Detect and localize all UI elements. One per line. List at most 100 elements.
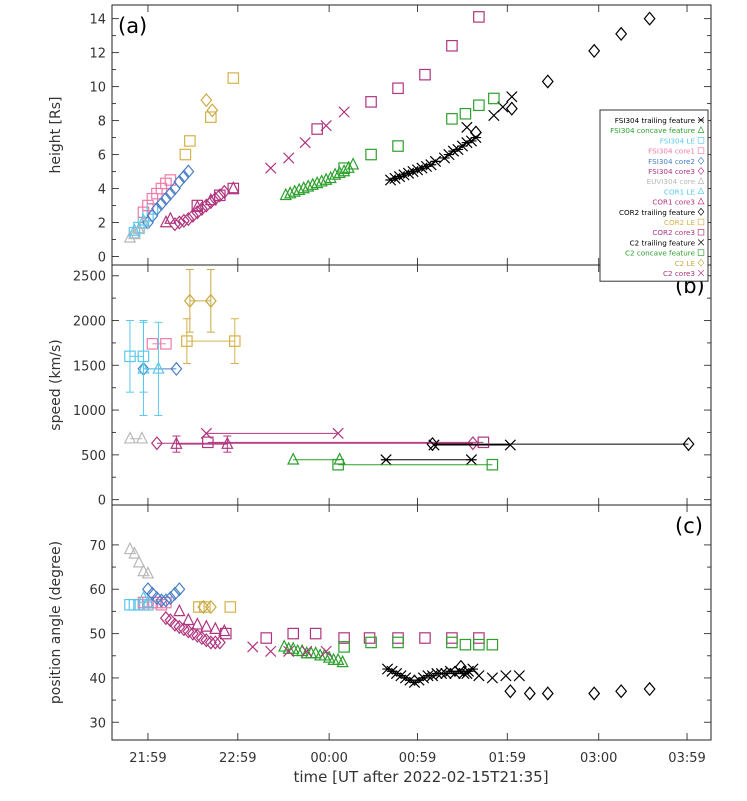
data-point [293,182,306,196]
series-euvi304-core [123,541,155,579]
legend-marker [697,126,705,133]
data-point [301,645,313,657]
y-tick-label: 1000 [73,404,106,419]
series-c2-le [197,599,217,615]
data-point [309,627,322,640]
legend-marker [697,177,705,184]
legend-marker-diamond-icon [697,258,705,267]
data-point [363,632,376,644]
data-point [124,350,136,363]
series-euvi304-core [123,431,149,444]
data-point [206,103,219,118]
data-point [168,217,181,232]
data-point [342,160,355,173]
legend-marker [697,258,705,267]
data-point [123,431,137,444]
data-point [283,645,295,657]
data-point [135,431,149,444]
data-point [365,96,377,108]
data-point [265,162,277,174]
data-point [191,617,204,630]
series-cor2-core3 [220,627,485,644]
series-fsi304-concave-feature [278,639,349,668]
data-point [173,603,186,617]
data-point [465,454,478,466]
data-point [428,439,440,451]
legend-marker-square-icon [697,137,705,144]
data-point [541,74,554,89]
data-point [486,638,499,651]
data-point [419,68,431,81]
legend-marker-square-icon [697,229,705,236]
y-tick-label: 50 [89,628,106,643]
data-point [204,635,217,650]
legend-marker [697,269,705,277]
legend-marker-triangle-icon [697,187,705,195]
data-point [333,452,346,465]
data-point [209,621,222,634]
data-point [214,189,226,202]
legend-marker [697,239,705,246]
x-tick-label: 00:00 [310,751,347,766]
data-point [311,123,323,135]
data-point [218,623,231,637]
data-point [333,165,346,179]
series-c2-core3 [247,641,332,657]
data-point [152,361,165,374]
data-point [170,436,183,449]
data-point [287,627,299,640]
legend-marker-triangle-icon [697,197,705,205]
series-c2-core3 [265,106,350,174]
data-point [446,113,458,125]
legend-marker-square-icon [697,218,705,226]
y-tick-label: 4 [98,183,106,198]
data-point [320,120,332,132]
series-fsi304-core1 [146,338,172,350]
series-fsi304-concave-feature [279,157,360,201]
data-point [279,187,292,201]
series-cor1-le [137,590,155,608]
data-point [643,681,656,697]
x-tick-label: 03:00 [580,751,617,766]
data-point [200,427,212,439]
data-point [159,610,172,626]
y-tick-label: 6 [98,149,106,164]
data-point [392,140,404,152]
y-tick-label: 2500 [73,270,106,285]
legend-entry: FSI304 concave feature [610,126,695,135]
data-point [137,590,150,603]
data-point [337,163,351,177]
data-point [146,338,159,350]
x-tick-label: 21:59 [129,751,166,766]
y-tick-label: 14 [89,13,106,28]
legend-entry: C2 LE [675,259,696,268]
legend-marker-x-icon [697,269,705,277]
legend-entry: FSI304 core2 [648,157,695,166]
y-tick-label: 10 [89,81,106,96]
data-point [204,293,217,308]
legend-entry: COR2 trailing feature [619,208,696,217]
data-point [320,645,332,657]
data-point [170,361,183,377]
legend-marker-diamond-icon [697,156,705,165]
legend-marker [697,156,705,165]
data-point [182,164,195,179]
data-point [164,590,177,606]
legend-entry: EUVI304 core [647,177,696,186]
data-point [164,186,177,201]
data-point [247,641,259,653]
legend-marker [697,229,705,236]
legend-entry: COR2 LE [664,218,696,227]
data-point [287,452,300,465]
data-point [338,641,350,653]
data-point [328,167,342,180]
data-point [306,177,319,190]
legend-entry: FSI304 LE [660,136,696,145]
series-c2-core3 [200,427,344,439]
data-point [446,636,458,649]
data-point [195,201,208,217]
data-point [488,92,500,105]
data-point [461,667,473,680]
